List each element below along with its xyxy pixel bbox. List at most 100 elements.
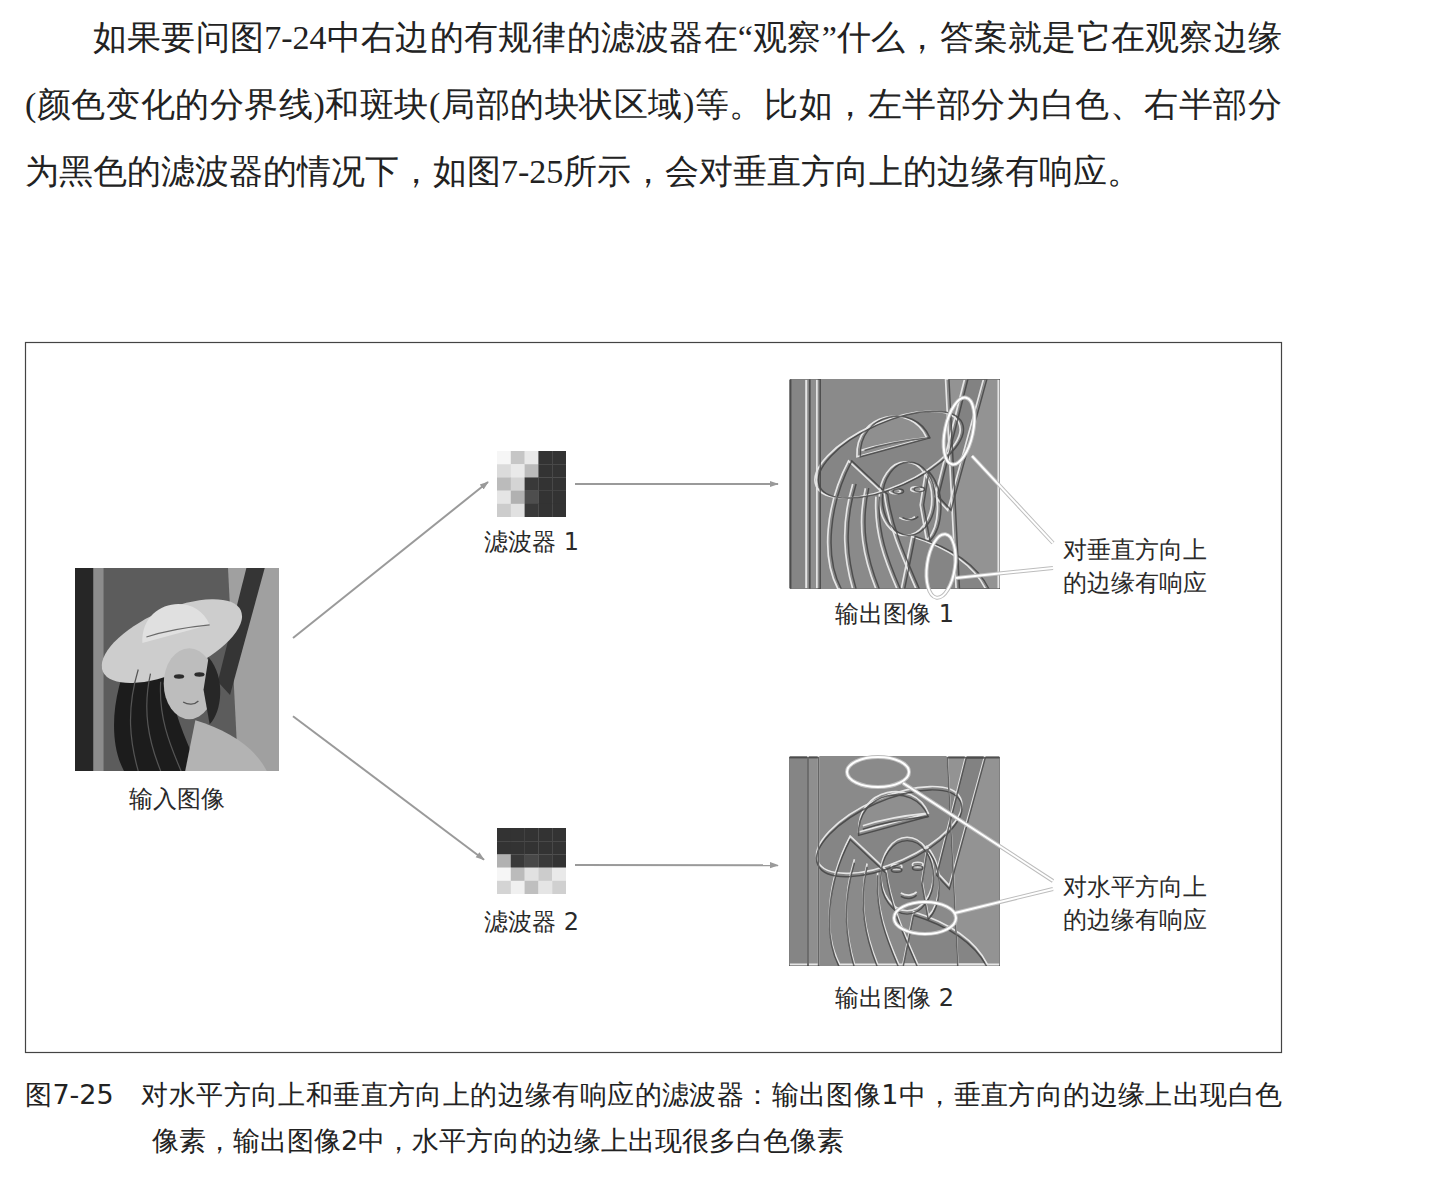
kernel-cell [552,841,566,854]
kernel-cell [538,881,552,894]
kernel-cell [538,477,552,490]
portrait-shape [194,672,204,676]
kernel-cell [538,868,552,881]
kernel-cell [525,464,539,477]
portrait-shape [877,875,898,966]
emboss-shadow [789,758,1000,966]
kernel-cell [552,881,566,894]
portrait-shape [924,471,941,540]
kernel-cell [497,491,511,504]
portrait-shape [183,701,198,704]
image-picture [789,379,1000,589]
image-label: 输入图像 [129,785,225,813]
portrait-shape [901,895,917,898]
portrait-shape [204,657,221,724]
portrait-shape [865,438,930,451]
kernel-cell [525,868,539,881]
output-image: 输出图像 1 [789,379,1000,589]
kernel-picture [497,451,566,517]
portrait-shape [912,866,923,871]
figure-frame [26,343,1282,1053]
portrait-shape [922,850,939,919]
callout-label: 对垂直方向上 的边缘有响应 [1063,534,1231,600]
kernel-cell [525,477,539,490]
portrait-shape [903,915,987,966]
kernel-cell [552,464,566,477]
portrait-shape [859,795,929,835]
kernel-cell [552,491,566,504]
kernel-cell [552,868,566,881]
kernel-cell [552,451,566,464]
portrait-shape [789,379,1000,589]
kernel-cell [552,477,566,490]
arrow-connector [293,716,484,859]
portrait-shape [789,758,808,966]
portrait-shape [937,756,986,886]
portrait-shape [160,682,181,771]
kernel-cell [538,464,552,477]
portrait-shape [865,488,879,589]
kernel-cell [552,854,566,867]
portrait-shape [142,604,209,643]
portrait-shape [891,868,902,873]
output-image: 输出图像 2 [789,756,1000,966]
kernel-cell [538,828,552,841]
kernel-cell [538,504,552,517]
portrait-shape [147,674,161,771]
body-paragraph: 如果要问图7-24中右边的有规律的滤波器在“观察”什么，答案就是它在观察边缘(颜… [25,4,1282,205]
portrait-shape [949,379,1000,589]
image-picture [75,568,279,771]
portrait-shape [860,416,930,456]
portrait-shape [789,756,808,966]
filter-kernel: 滤波器 1 [497,451,566,517]
kernel-cell [511,828,525,841]
image-label: 输出图像 1 [835,600,954,628]
kernel-cell [497,451,511,464]
kernel-cell [525,491,539,504]
filter-kernel: 滤波器 2 [497,828,566,894]
portrait-shape [131,670,139,772]
portrait-shape [863,867,877,966]
portrait-shape [937,758,986,889]
kernel-cell [538,491,552,504]
kernel-cell [525,828,539,841]
kernel-cell [497,868,511,881]
portrait-shape [938,379,987,510]
kernel-cell [497,854,511,867]
portrait-shape [905,537,989,590]
portrait-shape [791,379,810,589]
kernel-cell [511,451,525,464]
portrait-shape [75,568,93,771]
callout-label: 对水平方向上 的边缘有响应 [1063,871,1231,937]
kernel-cell [525,841,539,854]
kernel-cell [538,841,552,854]
portrait-shape [174,674,184,678]
emboss-shadow [791,379,1000,589]
image-label: 滤波器 1 [484,528,579,556]
kernel-cell [497,841,511,854]
kernel-cell [497,477,511,490]
portrait-shape [805,772,974,895]
kernel-cell [511,868,525,881]
kernel-cell [511,841,525,854]
portrait [75,568,279,771]
figure-caption: 图7-25 对水平方向上和垂直方向上的边缘有响应的滤波器：输出图像1中，垂直方向… [25,1072,1282,1164]
kernel-cell [511,464,525,477]
portrait-shape [914,487,925,492]
portrait-shape [935,379,984,510]
emboss-highlight [789,379,998,589]
portrait-shape [93,568,103,771]
kernel-cell [511,854,525,867]
emboss-highlight [789,756,1000,964]
kernel-cell [552,828,566,841]
portrait-shape [806,393,975,516]
kernel-cell [525,504,539,517]
portrait-shape [903,517,919,520]
portrait-shape [903,912,987,965]
image-label: 输出图像 2 [835,984,954,1012]
image-label: 滤波器 2 [484,908,579,936]
kernel-cell [497,881,511,894]
arrow-connector [575,483,778,485]
portrait-shape [846,863,854,966]
portrait-shape [789,379,806,589]
